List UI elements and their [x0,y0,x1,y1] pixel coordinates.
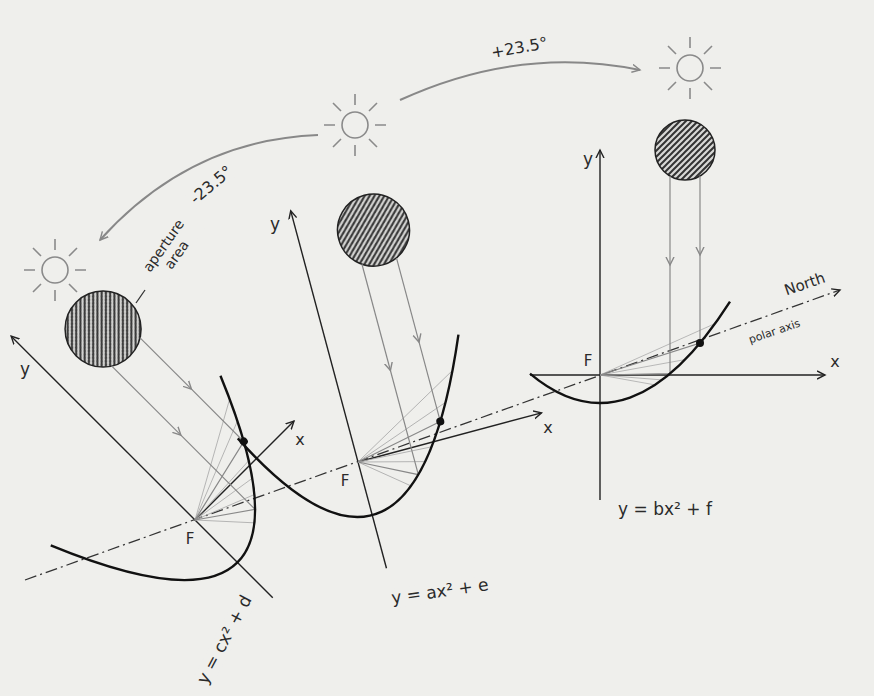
sun-arc [400,62,640,100]
trough-right [530,120,825,500]
focus-label: F [582,353,595,370]
equation-label: y = bx² + f [616,500,714,520]
axis-label: x [828,353,841,371]
axis-name-label: polar axis [746,317,805,348]
angle-label: +23.5° [488,34,551,63]
equation-label: y = ax² + e [388,575,492,609]
trough-middle [184,162,570,597]
leader-line [136,290,145,303]
sun-arc [100,135,318,240]
angle-label: -23.5° [186,161,239,209]
callout-label: aperture area [135,210,205,291]
axis-label: y [268,215,282,235]
axis-label: y [581,150,595,170]
focus-label: F [339,473,352,490]
sun [24,37,721,301]
equation-label: y = cx² + d [193,591,258,690]
axis-label: y [18,360,32,380]
focus-label: F [184,531,197,548]
polar-axis [25,290,840,580]
axis-label: x [293,431,306,449]
axis-label: x [541,419,554,437]
